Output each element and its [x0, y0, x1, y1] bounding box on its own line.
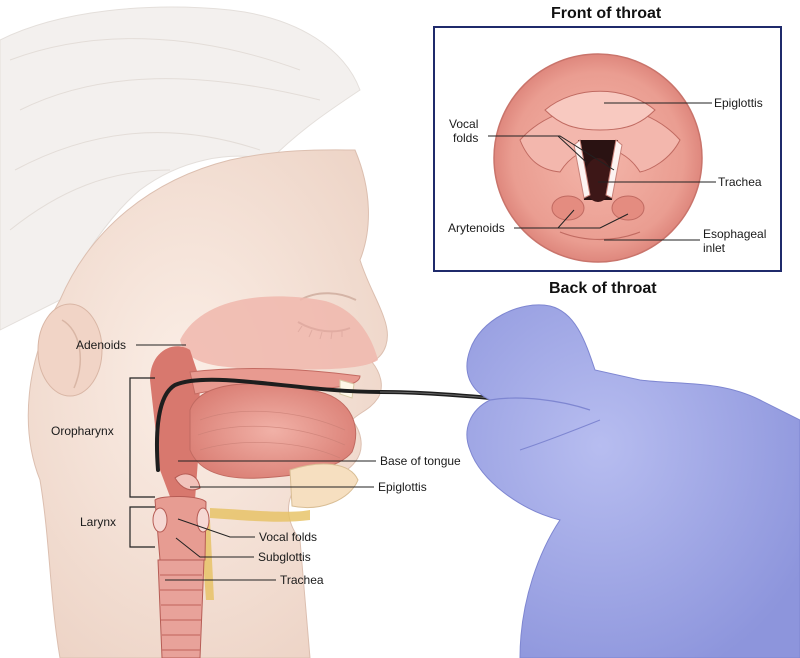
- pharynx: [150, 346, 200, 510]
- back-of-throat-title: Back of throat: [549, 280, 657, 297]
- label-oropharynx: Oropharynx: [51, 424, 114, 438]
- inset-label-trachea: Trachea: [718, 175, 762, 189]
- label-epiglottis: Epiglottis: [378, 480, 427, 494]
- inset-epiglottis: [544, 90, 656, 131]
- label-vocal-folds: Vocal folds: [259, 530, 318, 544]
- nasal-cavity: [180, 296, 378, 370]
- epiglottis-shape: [174, 473, 201, 491]
- trachea-shape: [157, 559, 205, 658]
- ear: [37, 303, 103, 397]
- inset-label-epiglottis: Epiglottis: [714, 96, 763, 110]
- gloved-hand: [466, 304, 800, 658]
- inset-label-vocal-folds: Vocal folds: [449, 117, 479, 145]
- inset-label-esophageal-inlet: Esophageal inlet: [703, 227, 767, 255]
- jaw-bone: [289, 463, 359, 509]
- vocal-fold-shape: [152, 507, 168, 533]
- label-subglottis: Subglottis: [258, 550, 311, 564]
- label-adenoids: Adenoids: [76, 338, 127, 352]
- label-trachea: Trachea: [280, 573, 324, 587]
- inset-title: Front of throat: [551, 5, 662, 22]
- label-larynx: Larynx: [80, 515, 117, 529]
- larynx-shape: [154, 496, 207, 561]
- inset-label-arytenoids: Arytenoids: [448, 221, 505, 235]
- inset-frame: [433, 26, 782, 272]
- label-base-of-tongue: Base of tongue: [380, 454, 461, 468]
- inset-vocal-fold-right: [605, 139, 623, 199]
- hair: [0, 6, 361, 331]
